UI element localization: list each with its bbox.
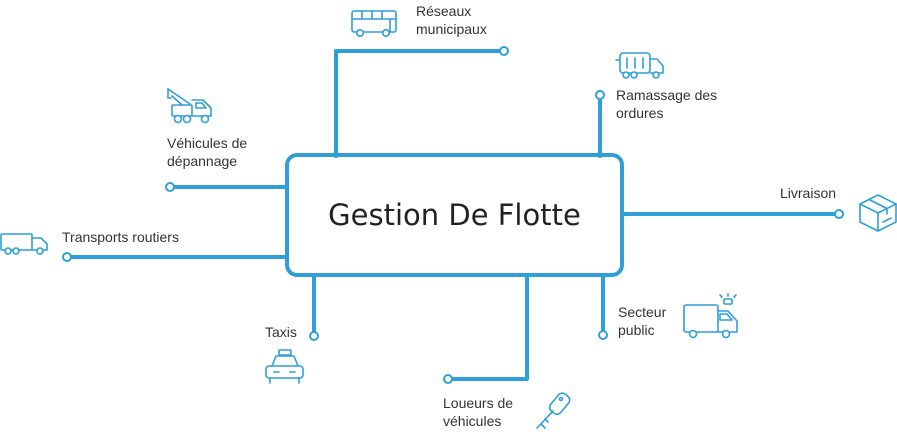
label-ramassage-des-ordures: Ramassage des ordures [616, 87, 718, 121]
endpoint-livraison [834, 209, 844, 219]
semi-truck-icon [0, 233, 48, 255]
endpoint-depannage [165, 182, 175, 192]
bus-icon [351, 10, 397, 37]
endpoint-loueurs [443, 374, 453, 384]
package-box-icon [859, 194, 897, 232]
endpoint-ramassage [595, 90, 605, 100]
label-secteur-public: Secteur public [618, 304, 667, 338]
label-livraison: Livraison [780, 185, 837, 201]
tow-truck-icon [167, 88, 212, 124]
taxi-icon [265, 349, 304, 384]
connector-reseaux [334, 49, 502, 158]
center-box [285, 153, 624, 277]
endpoint-secteur [598, 330, 608, 340]
endpoint-taxis [309, 331, 319, 341]
label-reseaux-municipaux: Réseaux municipaux [416, 3, 487, 37]
endpoint-reseaux [499, 46, 509, 56]
center-title: Gestion De Flotte [328, 198, 581, 232]
label-transports-routiers: Transports routiers [62, 229, 179, 245]
car-key-icon [536, 392, 571, 429]
connector-loueurs [450, 273, 529, 381]
garbage-truck-icon [615, 52, 664, 79]
label-taxis: Taxis [265, 324, 297, 340]
utility-van-icon [683, 293, 738, 339]
endpoint-transports [62, 252, 72, 262]
label-vehicules-de-depannage: Véhicules de dépannage [167, 135, 248, 169]
label-loueurs-de-vehicules: Loueurs de véhicules [443, 395, 514, 429]
